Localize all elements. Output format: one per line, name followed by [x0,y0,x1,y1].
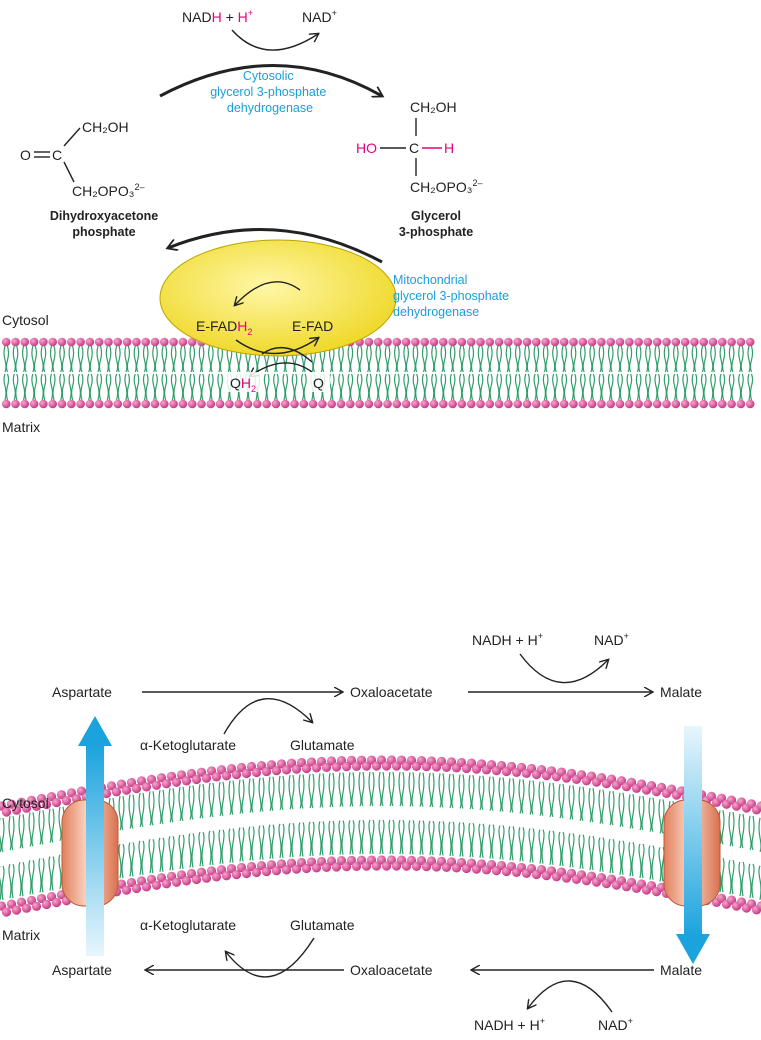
g3p-name-2: 3-phosphate [399,225,473,239]
cyto-malate: Malate [660,684,702,700]
q-label: Q [313,375,324,391]
mitochondrial-membrane-top [1,337,755,409]
malate-import-arrow [676,726,710,964]
cofactor-arrow-top [231,29,318,51]
g3p-ch2opo3: CH₂OPO₃2– [410,178,483,195]
qh2-label: QH2 [230,375,256,394]
reaction-arrow-back [168,228,383,264]
transamination-arrow-cyto [223,698,312,735]
cyto-glutamate: Glutamate [290,737,355,753]
malate-aspartate-shuttle: Aspartate Oxaloacetate Malate α-Ketoglut… [0,631,761,1033]
matrix-akg: α-Ketoglutarate [140,917,236,933]
dhap-oxygen: O [20,147,31,163]
cyto-nad: NAD+ [594,631,629,648]
dhap-ch2oh: CH₂OH [82,119,129,135]
matrix-glutamate: Glutamate [290,917,355,933]
matrix-malate: Malate [660,962,702,978]
cyto-akg: α-Ketoglutarate [140,737,236,753]
g3p-structure: CH₂OH HO C H CH₂OPO₃2– Glycerol 3-phosph… [356,99,483,239]
g3p-carbon: C [409,140,419,156]
mitochondrial-enzyme-label: Mitochondrial glycerol 3-phosphate dehyd… [393,273,513,319]
efadh2-label: E-FADH2 [196,318,252,337]
reaction-arrow-forward [159,64,382,97]
dhap-name-2: phosphate [72,225,135,239]
nad-label: NAD+ [302,8,337,25]
fad-arrow-upper [235,281,301,305]
matrix-nad: NAD+ [598,1016,633,1033]
glycerol-phosphate-shuttle: NADH + H+ NAD+ Cytosolic glycerol 3-phos… [1,8,755,435]
cyto-aspartate: Aspartate [52,684,112,700]
dhap-ch2opo3: CH₂OPO₃2– [72,182,145,199]
cyto-nadh: NADH + H+ [472,631,543,648]
mitochondrial-enzyme [159,239,397,357]
bottom-matrix-label: Matrix [2,927,40,943]
efad-label: E-FAD [292,318,333,334]
g3p-name: Glycerol [411,209,461,223]
dhap-carbon: C [52,147,62,163]
dhap-name: Dihydroxyacetone [50,209,158,223]
top-matrix-label: Matrix [2,419,40,435]
fad-arrow-lower [235,338,318,355]
transamination-arrow-matrix [226,937,315,978]
g3p-ch2oh: CH₂OH [410,99,457,115]
dhap-structure: CH₂OH O C CH₂OPO₃2– Dihydroxyacetone pho… [20,119,158,239]
nadh-arrow-cyto [519,653,608,684]
q-arrow-guide [261,346,313,363]
g3p-h: H [444,140,454,156]
aspartate-export-arrow [78,716,112,956]
matrix-oxaloacetate: Oxaloacetate [350,962,433,978]
g3p-ho: HO [356,140,377,156]
top-cytosol-label: Cytosol [2,312,49,328]
bottom-cytosol-label: Cytosol [2,795,49,811]
nadh-label: NADH + H+ [182,8,253,25]
cyto-oxaloacetate: Oxaloacetate [350,684,433,700]
matrix-aspartate: Aspartate [52,962,112,978]
matrix-nadh: NADH + H+ [474,1016,545,1033]
nadh-arrow-matrix [528,980,613,1013]
cytosolic-enzyme-label: Cytosolic glycerol 3-phosphate dehydroge… [210,69,330,115]
